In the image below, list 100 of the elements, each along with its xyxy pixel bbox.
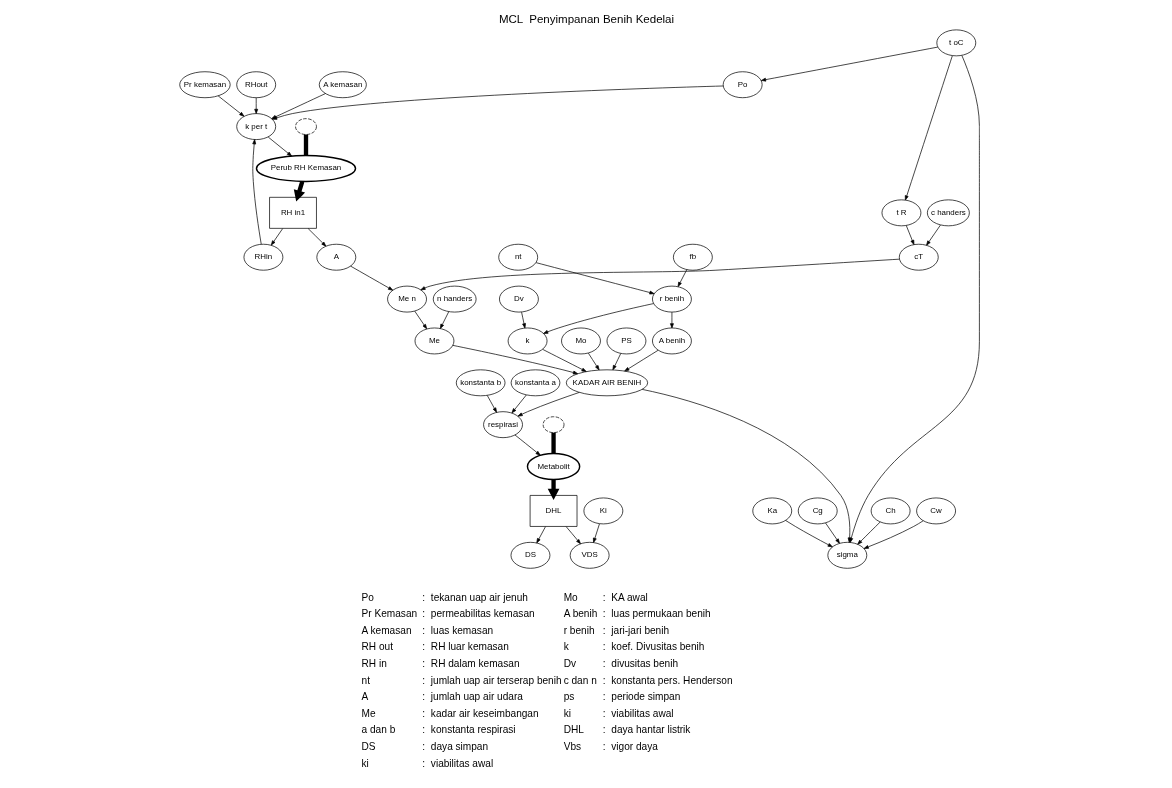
label: kadar air keseimbangan xyxy=(430,707,539,719)
connector xyxy=(303,134,308,156)
node-ellipse: A kemasan xyxy=(318,71,367,99)
node-ellipse: t oC xyxy=(935,29,976,57)
node-ellipse: Pr kemasan xyxy=(178,71,231,99)
label: koef. Divusitas benih xyxy=(610,641,704,653)
arrow xyxy=(419,258,900,291)
node-ellipse: Cw xyxy=(915,497,956,525)
arrow xyxy=(904,55,953,201)
node-ellipse: RHin xyxy=(243,243,283,271)
label: : xyxy=(602,707,605,719)
label: : xyxy=(602,624,605,636)
label: RH out xyxy=(361,641,393,653)
label: periode simpan xyxy=(610,691,680,703)
node-ellipse: Ka xyxy=(751,497,792,525)
arrow xyxy=(669,311,674,329)
label: : xyxy=(421,707,425,719)
label: konstanta respirasi xyxy=(430,724,516,736)
label: tekanan uap air jenuh xyxy=(430,591,528,603)
label: vigor daya xyxy=(610,740,658,752)
node-ellipse: DS xyxy=(510,541,550,569)
arrow xyxy=(565,526,581,545)
arrow xyxy=(925,224,941,246)
label: daya simpan xyxy=(430,740,488,752)
label: Me xyxy=(361,707,376,719)
arrow xyxy=(517,392,580,417)
arrow xyxy=(542,303,654,334)
label: : xyxy=(421,724,425,736)
node-ellipse: c handers xyxy=(926,199,970,227)
label: DHL xyxy=(563,724,584,736)
arrow xyxy=(863,520,923,549)
label: : xyxy=(602,740,605,752)
arrow xyxy=(217,95,244,117)
arrow xyxy=(592,523,600,543)
node-ellipse: cT xyxy=(898,243,939,271)
arrow xyxy=(547,479,559,500)
label: : xyxy=(602,724,605,736)
label: permeabilitas kemasan xyxy=(430,608,535,620)
arrow xyxy=(623,349,658,372)
node-ellipse: r benih xyxy=(651,285,692,313)
label: Po xyxy=(361,591,374,603)
label: divusitas benih xyxy=(610,657,678,669)
label: DS xyxy=(361,740,376,752)
label: : xyxy=(421,591,425,603)
node-ellipse: Cg xyxy=(797,497,838,525)
node-ellipse: Po xyxy=(722,71,762,99)
node-cloud xyxy=(542,416,564,433)
label: : xyxy=(421,624,425,636)
label: RH dalam kemasan xyxy=(430,657,519,669)
label: RH in xyxy=(361,657,387,669)
label: A xyxy=(361,691,368,703)
label: Vbs xyxy=(563,740,581,752)
arrow xyxy=(856,521,880,545)
arrow xyxy=(784,520,833,548)
label: : xyxy=(421,740,425,752)
label: : xyxy=(421,757,425,769)
label: nt xyxy=(361,674,370,686)
arrow xyxy=(452,345,578,375)
arrow xyxy=(824,522,840,544)
node-cloud xyxy=(294,118,317,135)
arrow xyxy=(677,269,687,287)
node-ellipse: A benih xyxy=(651,327,692,355)
node-ellipse: nt xyxy=(497,243,538,271)
label: A benih xyxy=(563,608,597,620)
arrow xyxy=(535,262,654,295)
label: : xyxy=(421,691,425,703)
label: : xyxy=(602,674,605,686)
label: : xyxy=(602,641,605,653)
arrow xyxy=(760,46,938,82)
arrow xyxy=(511,394,527,414)
node-box: DHL xyxy=(529,495,577,527)
label: : xyxy=(602,608,605,620)
arrow xyxy=(349,265,393,291)
label: : xyxy=(421,608,425,620)
node-ellipse: konstanta a xyxy=(510,369,560,397)
arrow xyxy=(541,349,587,372)
label: Mo xyxy=(563,591,578,603)
label: RH luar kemasan xyxy=(430,641,509,653)
label: ki xyxy=(563,707,571,719)
label: : xyxy=(421,657,425,669)
arrow xyxy=(270,228,283,246)
label: jumlah uap air terserap benih xyxy=(430,674,562,686)
label: viabilitas awal xyxy=(430,757,493,769)
diagram-title: MCL Penyimpanan Benih Kedelai xyxy=(498,13,674,26)
label: a dan b xyxy=(361,724,395,736)
label: ki xyxy=(361,757,369,769)
arrow xyxy=(439,311,449,329)
label: A kemasan xyxy=(361,624,412,636)
node-ellipse: t R xyxy=(881,199,921,227)
label: r benih xyxy=(563,624,595,636)
node-ellipse: Ch xyxy=(870,497,910,525)
node-ellipse: RHout xyxy=(235,71,276,99)
arrow xyxy=(486,395,497,413)
node-ellipse: PS xyxy=(606,327,646,355)
node-ellipse: Mo xyxy=(560,327,601,355)
label: Pr Kemasan xyxy=(361,608,417,620)
label: : xyxy=(421,641,425,653)
node-ellipse: fb xyxy=(672,243,713,271)
arrow xyxy=(612,353,621,371)
node-ellipse: Dv xyxy=(498,285,539,313)
